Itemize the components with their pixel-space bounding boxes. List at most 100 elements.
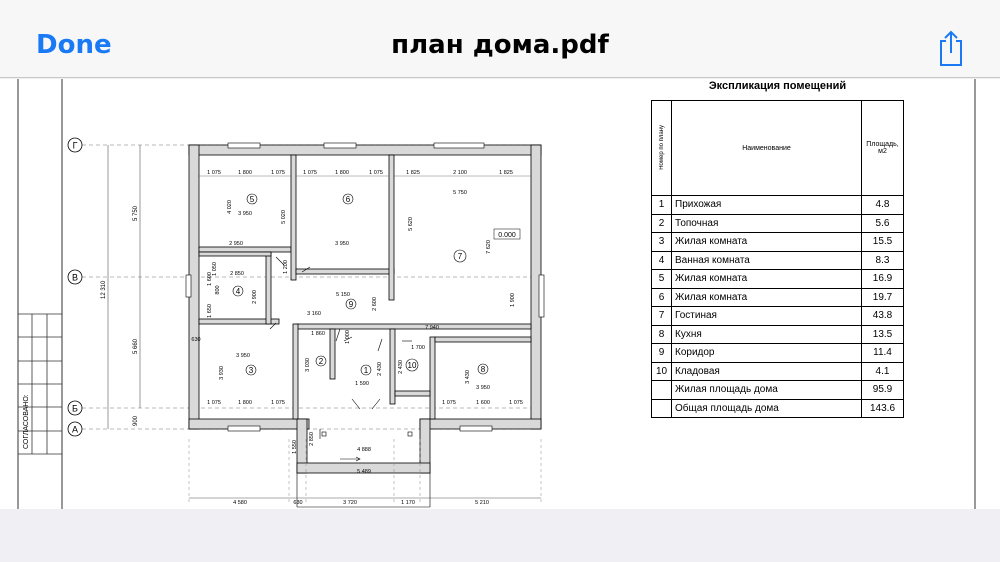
dim-inner: 2 950 bbox=[229, 241, 243, 247]
axis-label: Б bbox=[72, 404, 78, 414]
room-number-cell: 2 bbox=[651, 213, 672, 233]
dim-left: 5 750 bbox=[133, 205, 139, 221]
dim-inner: 1 590 bbox=[355, 381, 369, 387]
axis-label: В bbox=[72, 273, 78, 283]
room-name-cell: Гостиная bbox=[671, 306, 862, 326]
room-name-cell: Кладовая bbox=[671, 361, 862, 381]
room-name-cell: Ванная комната bbox=[671, 250, 862, 270]
pdf-page[interactable]: СОГЛАСОВАНО: Г В Б А 5 750 12 310 5 660 … bbox=[0, 79, 1000, 562]
share-button[interactable] bbox=[935, 28, 967, 68]
dim-inner: 7 620 bbox=[486, 240, 492, 254]
dim-inner: 2 850 bbox=[230, 271, 244, 277]
total-number-cell bbox=[651, 398, 672, 418]
room-number-cell: 3 bbox=[651, 232, 672, 252]
dim-top: 1 825 bbox=[499, 170, 513, 176]
room-number-cell: 8 bbox=[651, 324, 672, 344]
dim-inner: 3 930 bbox=[219, 366, 225, 380]
dim-inner: 3 950 bbox=[335, 241, 349, 247]
dim-inner: 2 850 bbox=[309, 432, 315, 446]
room-area-cell: 19.7 bbox=[861, 287, 904, 307]
room-area-cell: 4.8 bbox=[861, 195, 904, 215]
explication-title: Экспликация помещений bbox=[708, 80, 847, 92]
dim-inner: 5 150 bbox=[336, 292, 350, 298]
total-number-cell bbox=[651, 380, 672, 400]
room-number: 5 bbox=[250, 195, 255, 204]
dim-inner: 4 020 bbox=[227, 200, 233, 214]
dim-inner: 2 900 bbox=[252, 290, 258, 304]
dim-bottom-room: 1 600 bbox=[476, 400, 490, 406]
dim-inner: 800 bbox=[215, 285, 221, 294]
dim-inner: 1 200 bbox=[283, 260, 289, 274]
room-number: 2 bbox=[319, 357, 324, 366]
room-number: 7 bbox=[458, 252, 463, 261]
dim-inner: 630 bbox=[191, 337, 200, 343]
dim-inner: 2 600 bbox=[372, 297, 378, 311]
room-number: 3 bbox=[249, 366, 254, 375]
dim-bottom-room: 1 075 bbox=[207, 400, 221, 406]
dim-top: 1 800 bbox=[238, 170, 252, 176]
dim-top: 1 825 bbox=[406, 170, 420, 176]
room-number-cell: 6 bbox=[651, 287, 672, 307]
room-area-cell: 15.5 bbox=[861, 232, 904, 252]
total-area-cell: 95.9 bbox=[861, 380, 904, 400]
room-area-cell: 16.9 bbox=[861, 269, 904, 289]
room-name-cell: Жилая комната bbox=[671, 232, 862, 252]
explication-table: Номер по плану Наименование Площадь, м2 … bbox=[651, 100, 904, 418]
axis-label: Г bbox=[73, 141, 78, 151]
room-number: 10 bbox=[408, 361, 417, 370]
room-number: 1 bbox=[364, 366, 369, 375]
dim-inner: 5 489 bbox=[357, 469, 371, 475]
dim-top: 1 075 bbox=[369, 170, 383, 176]
dim-left: 900 bbox=[133, 415, 139, 426]
room-area-cell: 5.6 bbox=[861, 213, 904, 233]
dim-inner: 1 000 bbox=[345, 330, 351, 344]
dim-inner: 5 620 bbox=[408, 217, 414, 231]
room-name-cell: Топочная bbox=[671, 213, 862, 233]
dim-inner: 7 940 bbox=[425, 325, 439, 331]
room-name-cell: Коридор bbox=[671, 343, 862, 363]
dim-inner: 3 950 bbox=[236, 353, 250, 359]
room-area-cell: 11.4 bbox=[861, 343, 904, 363]
header-area: Площадь, м2 bbox=[861, 100, 904, 196]
dim-bottom-room: 1 075 bbox=[509, 400, 523, 406]
dim-inner: 5 020 bbox=[281, 210, 287, 224]
total-name-cell: Жилая площадь дома bbox=[671, 380, 862, 400]
dim-inner: 1 860 bbox=[311, 331, 325, 337]
dim-inner: 1 600 bbox=[207, 272, 213, 286]
dim-inner: 1 650 bbox=[207, 304, 213, 318]
room-number-cell: 5 bbox=[651, 269, 672, 289]
side-stamp-label: СОГЛАСОВАНО: bbox=[23, 394, 30, 449]
room-name-cell: Кухня bbox=[671, 324, 862, 344]
dim-bottom: 4 580 bbox=[233, 500, 247, 506]
dim-inner: 3 430 bbox=[465, 370, 471, 384]
done-button[interactable]: Done bbox=[36, 30, 112, 60]
room-number: 4 bbox=[236, 287, 241, 296]
dim-inner: 3 160 bbox=[307, 311, 321, 317]
room-name-cell: Жилая комната bbox=[671, 269, 862, 289]
room-number: 6 bbox=[346, 195, 351, 204]
room-number: 8 bbox=[481, 365, 486, 374]
dim-top: 2 100 bbox=[453, 170, 467, 176]
total-area-cell: 143.6 bbox=[861, 398, 904, 418]
dim-bottom: 1 170 bbox=[401, 500, 415, 506]
header-name: Наименование bbox=[671, 100, 862, 196]
dim-inner: 2 430 bbox=[398, 360, 404, 374]
dim-top: 1 800 bbox=[335, 170, 349, 176]
dim-top: 1 075 bbox=[271, 170, 285, 176]
total-name-cell: Общая площадь дома bbox=[671, 398, 862, 418]
room-number-cell: 9 bbox=[651, 343, 672, 363]
dim-left: 12 310 bbox=[101, 280, 107, 299]
share-icon bbox=[940, 30, 962, 66]
dim-left: 5 660 bbox=[133, 338, 139, 354]
page-bottom-margin bbox=[0, 509, 1000, 562]
room-name-cell: Жилая комната bbox=[671, 287, 862, 307]
dim-inner: 3 950 bbox=[476, 385, 490, 391]
